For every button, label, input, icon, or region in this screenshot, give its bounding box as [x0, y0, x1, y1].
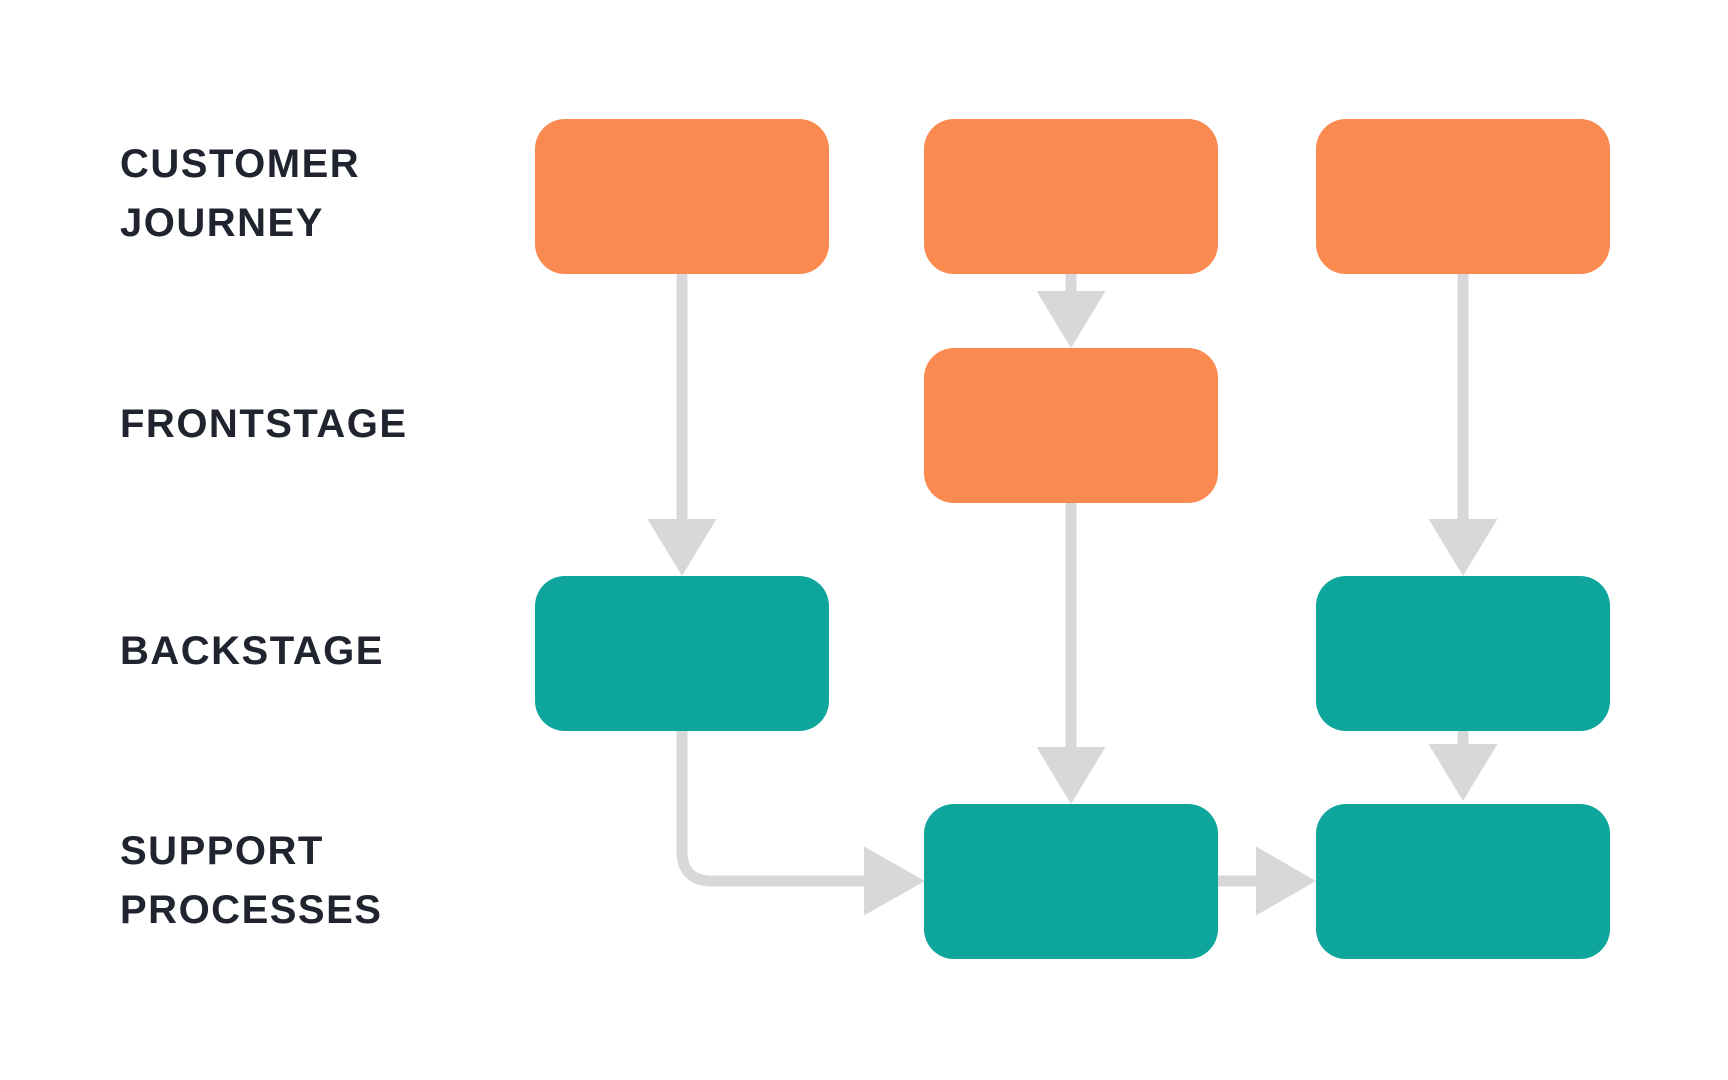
lane-label-customer-journey: CUSTOMER JOURNEY	[120, 142, 361, 245]
node-backstage-step-2	[1316, 576, 1610, 731]
arrow-frontstage-to-support1	[1036, 503, 1106, 804]
arrow-support1-to-support2	[1218, 846, 1316, 916]
node-customer-journey-step-2	[924, 119, 1218, 274]
node-customer-journey-step-1	[535, 119, 829, 274]
node-frontstage-step	[924, 348, 1218, 503]
arrow-cj2-to-frontstage	[1036, 274, 1106, 348]
node-support-step-2	[1316, 804, 1610, 959]
lane-label-backstage: BACKSTAGE	[120, 629, 384, 673]
node-customer-journey-step-3	[1316, 119, 1610, 274]
arrow-backstage1-to-support1	[676, 731, 925, 916]
node-support-step-1	[924, 804, 1218, 959]
arrow-backstage2-to-support2	[1428, 731, 1498, 801]
arrow-cj3-to-backstage2	[1428, 274, 1498, 576]
lane-label-frontstage: FRONTSTAGE	[120, 402, 408, 446]
lane-label-support-processes: SUPPORT PROCESSES	[120, 829, 383, 932]
arrow-cj1-to-backstage1	[647, 274, 717, 576]
node-backstage-step-1	[535, 576, 829, 731]
